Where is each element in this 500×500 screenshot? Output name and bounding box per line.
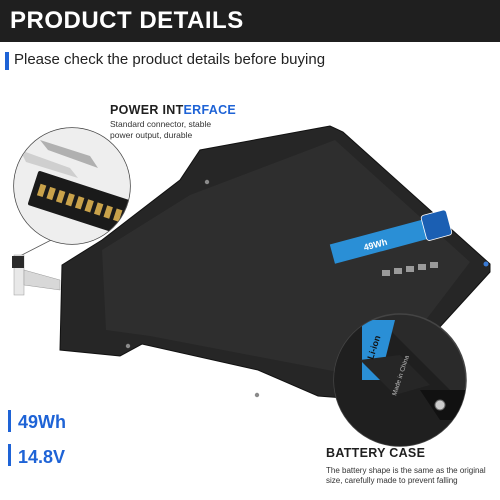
battery-case-zoom: Li-ion Made in China [333,313,467,447]
power-interface-heading: POWER INTERFACE [110,103,236,117]
spec-capacity: 49Wh [18,412,67,432]
page-title: PRODUCT DETAILS [10,7,244,34]
power-interface-desc: Standard connector, stable power output,… [110,119,211,141]
certification-marks [382,262,438,276]
ribbon-cable [12,254,61,296]
power-interface-heading-main: POWER INT [110,103,184,117]
battery-case-desc: The battery shape is the same as the ori… [326,466,486,486]
battery-case-desc-line1: The battery shape is the same as the ori… [326,466,486,475]
power-interface-desc-line2: power output, durable [110,130,193,140]
page-subtitle: Please check the product details before … [14,51,326,68]
battery-case-desc-line2: size, carefully made to prevent falling [326,476,458,485]
power-interface-zoom [13,127,131,245]
voltage-accent-bar [8,444,11,466]
capacity-accent-bar [8,410,11,432]
power-interface-desc-line1: Standard connector, stable [110,119,212,129]
power-interface-heading-accent: ERFACE [183,103,237,117]
subtitle-accent-bar [5,52,9,70]
battery-capacity-label: 49Wh [329,209,453,264]
spec-voltage: 14.8V [18,447,66,467]
battery-case-heading: BATTERY CASE [326,446,426,460]
title-bar: PRODUCT DETAILS [0,0,500,42]
